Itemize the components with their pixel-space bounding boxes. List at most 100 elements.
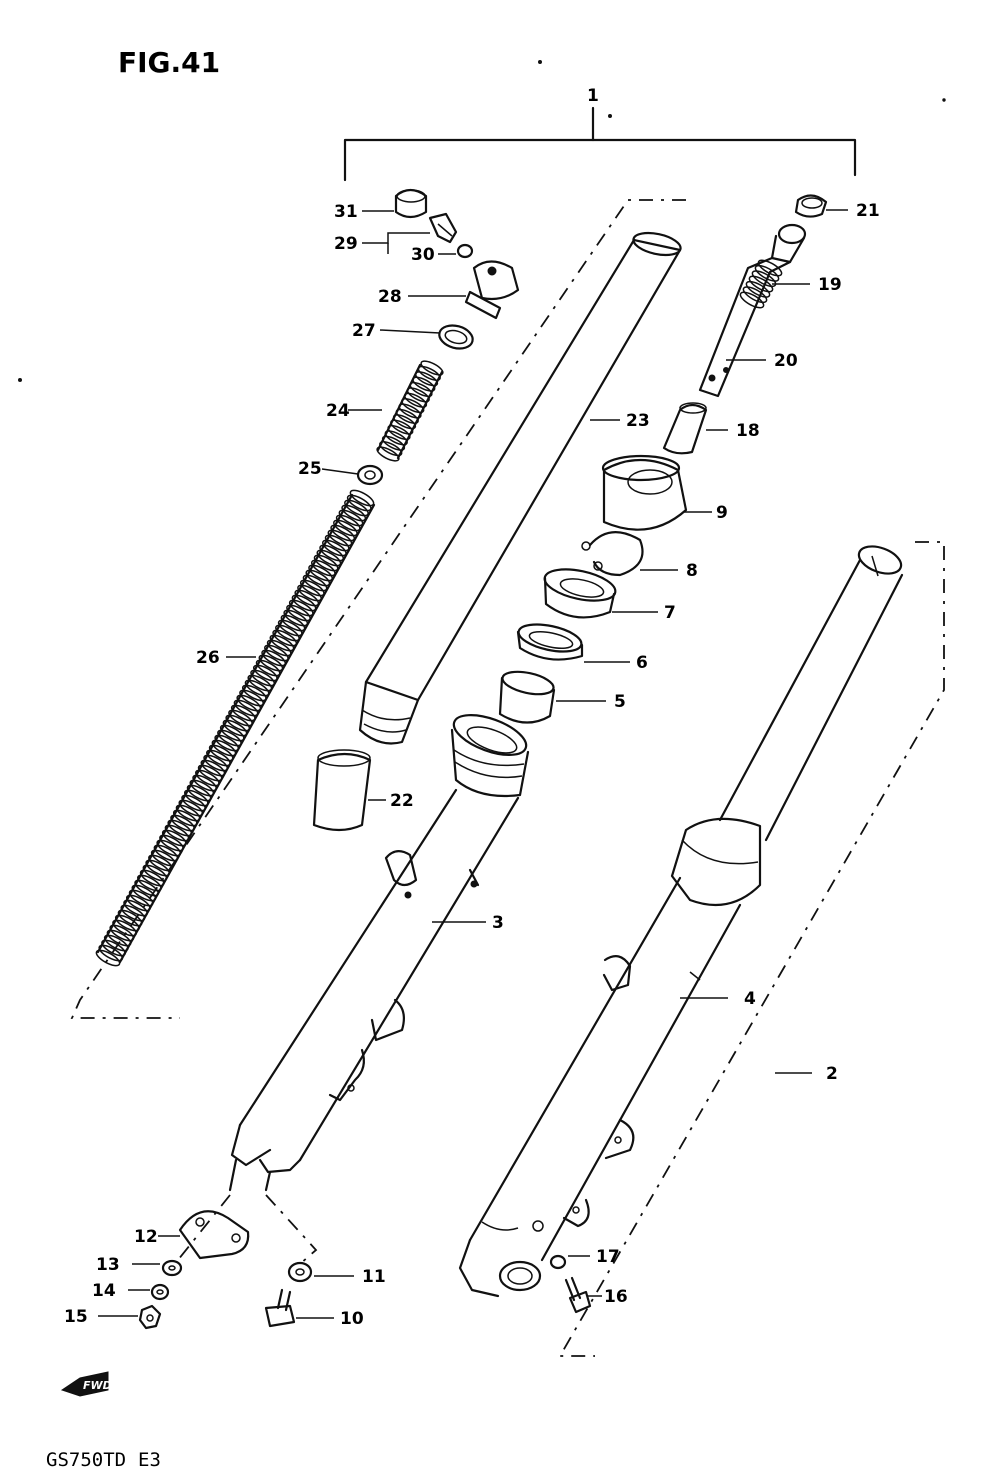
- callout-12: 12: [134, 1227, 158, 1247]
- spring-coil: [308, 564, 333, 582]
- callout-2: 2: [826, 1064, 838, 1084]
- spring-coil: [324, 534, 350, 552]
- leader-29: [362, 232, 430, 244]
- spring-coil: [167, 819, 193, 837]
- spring-coil: [236, 694, 262, 712]
- callout-7: 7: [664, 603, 676, 623]
- spring-coil: [197, 764, 223, 782]
- spring-coil: [294, 589, 320, 607]
- fork-spring-26: [95, 489, 376, 967]
- spring-coil: [335, 514, 361, 532]
- spring-coil: [137, 874, 162, 892]
- callout-31: 31: [334, 202, 358, 222]
- spring-coil: [269, 634, 295, 652]
- callout-8: 8: [686, 561, 698, 581]
- callout-1: 1: [587, 86, 599, 106]
- spring-coil: [302, 574, 328, 592]
- callout-25: 25: [298, 459, 322, 479]
- spring-coil: [117, 909, 143, 927]
- spring-washer-14: [150, 1283, 170, 1301]
- spring-coil: [225, 714, 251, 732]
- spring-coil: [305, 569, 331, 587]
- callout-27: 27: [352, 321, 376, 341]
- spring-coil: [219, 724, 245, 742]
- forward-arrow-icon: FWD: [60, 1371, 112, 1397]
- o-ring-27: [438, 324, 474, 350]
- washer-25: [356, 464, 384, 486]
- spring-coil: [178, 799, 204, 817]
- assembly-2-boundary: [558, 541, 945, 1357]
- spring-coil: [417, 365, 441, 381]
- spring-coil: [264, 644, 289, 662]
- axle-holder-12: [178, 1210, 250, 1260]
- spring-coil: [153, 844, 179, 862]
- spring-coil: [208, 744, 234, 762]
- callout-19: 19: [818, 275, 842, 295]
- rebound-spring-19: [739, 259, 783, 309]
- spring-coil: [403, 392, 428, 408]
- spring-coil: [241, 684, 267, 702]
- callout-6: 6: [636, 653, 648, 673]
- outer-tube-left-3: [228, 714, 530, 1192]
- spring-coil: [103, 934, 129, 952]
- spring-coil: [206, 749, 231, 767]
- valve-o-ring-30: [456, 243, 474, 259]
- spring-coil: [739, 291, 765, 309]
- spring-coil: [239, 689, 264, 707]
- spring-coil: [395, 408, 419, 424]
- spring-coil: [211, 739, 237, 757]
- spring-coil: [255, 659, 281, 677]
- spring-coil: [333, 519, 358, 537]
- scan-specks: [18, 60, 946, 382]
- callout-22: 22: [390, 791, 414, 811]
- spring-coil: [390, 419, 414, 435]
- spring-coil: [327, 529, 353, 547]
- model-code: GS750TD: [46, 1449, 126, 1471]
- spring-coil: [313, 554, 339, 572]
- spring-coil: [381, 435, 406, 451]
- spring-coil: [266, 639, 292, 657]
- spring-coil: [398, 403, 422, 419]
- callout-29: 29: [334, 234, 358, 254]
- spring-coil: [106, 929, 132, 947]
- spring-coil: [125, 894, 151, 912]
- spring-coil: [189, 779, 215, 797]
- spring-coil: [286, 604, 311, 622]
- drain-bolt-16: [564, 1276, 592, 1314]
- short-spring-24: [376, 360, 444, 462]
- spring-coil: [344, 499, 369, 517]
- spring-coil: [414, 371, 439, 387]
- callout-15: 15: [64, 1307, 88, 1327]
- spring-coil: [346, 494, 372, 512]
- spring-coil: [409, 381, 433, 398]
- callout-16: 16: [604, 1287, 628, 1307]
- callout-20: 20: [774, 351, 798, 371]
- washer-11: [287, 1261, 313, 1283]
- spring-coil: [258, 654, 284, 672]
- spring-coil: [112, 919, 137, 937]
- callout-9: 9: [716, 503, 728, 523]
- spring-coil: [233, 699, 259, 717]
- callout-21: 21: [856, 201, 880, 221]
- spring-coil: [261, 649, 287, 667]
- fork-assembly-right-4: [458, 545, 904, 1298]
- bolt-10: [264, 1288, 296, 1328]
- guide-bushing-5: [498, 670, 556, 724]
- spring-coil: [145, 859, 171, 877]
- leader-27: [379, 329, 441, 334]
- spring-coil: [203, 754, 229, 772]
- spring-coil: [183, 789, 209, 807]
- spring-coil: [123, 899, 148, 917]
- damper-rod-20: [698, 223, 807, 398]
- oil-seal-7: [543, 568, 617, 619]
- spring-coil: [406, 387, 430, 403]
- spring-coil: [109, 924, 135, 942]
- spring-coil: [297, 584, 322, 602]
- spring-coil: [420, 360, 444, 376]
- spring-coil: [379, 441, 403, 457]
- callout-5: 5: [614, 692, 626, 712]
- washer-17: [549, 1254, 567, 1270]
- spring-coil: [195, 769, 220, 787]
- callout-17: 17: [596, 1247, 620, 1267]
- spring-coil: [748, 275, 774, 293]
